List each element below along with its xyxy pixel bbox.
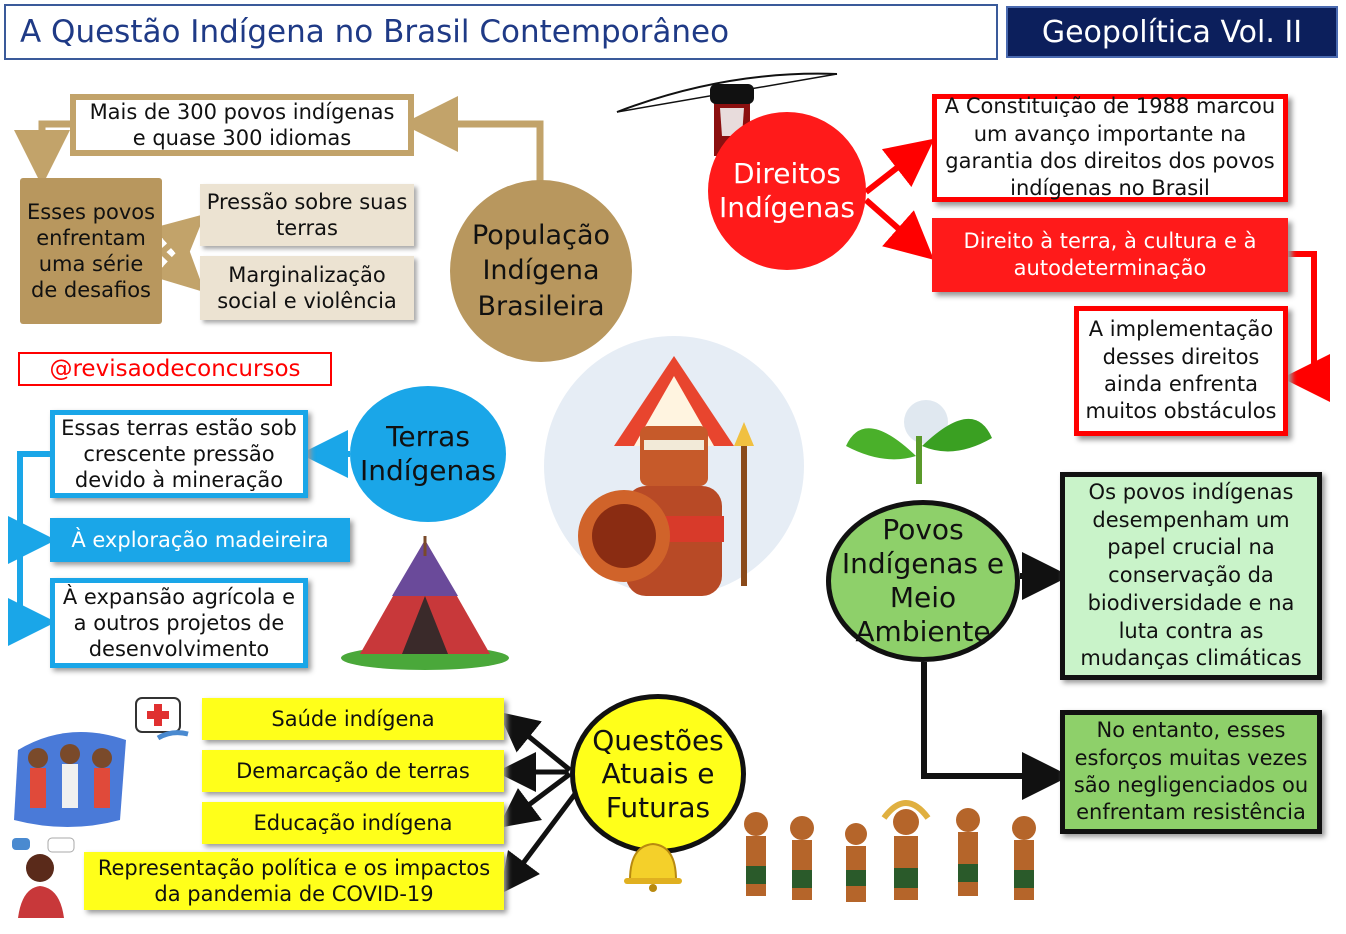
conservation-role-box: Os povos indígenas desempenham um papel … <box>1060 472 1322 680</box>
page-title: A Questão Indígena no Brasil Contemporân… <box>4 4 998 60</box>
population-fact-line2: e quase 300 idiomas <box>132 126 352 150</box>
warrior-icon <box>578 356 754 596</box>
social-handle: @revisaodeconcursos <box>18 352 332 386</box>
agriculture-box: À expansão agrícola e a outros projetos … <box>50 578 308 668</box>
population-fact-line1: Mais de 300 povos indígenas <box>89 99 395 124</box>
lands-node: Terras Indígenas <box>350 386 506 522</box>
neglect-box: No entanto, esses esforços muitas vezes … <box>1060 710 1322 834</box>
bell-icon <box>624 842 682 892</box>
education-item: Educação indígena <box>202 802 504 844</box>
marginalization-box: Marginalização social e violência <box>200 256 414 320</box>
mining-box: Essas terras estão sob crescente pressão… <box>50 410 308 498</box>
rights-node: Direitos Indígenas <box>708 112 866 270</box>
indigenous-people-illustration <box>744 800 1036 902</box>
challenges-box: Esses povos enfrentam uma série de desaf… <box>20 178 162 324</box>
fist-bow-icon <box>616 72 838 156</box>
population-fact-box: Mais de 300 povos indígenas e quase 300 … <box>70 94 414 156</box>
speaker-woman-icon <box>12 837 75 918</box>
population-node: População Indígena Brasileira <box>450 180 632 362</box>
constitution-box: A Constituição de 1988 marcou um avanço … <box>932 94 1288 202</box>
logging-box: À exploração madeireira <box>50 518 350 562</box>
volume-badge: Geopolítica Vol. II <box>1006 6 1338 58</box>
representation-item: Representação política e os impactos da … <box>84 852 504 910</box>
health-item: Saúde indígena <box>202 698 504 740</box>
obstacles-box: A implementação desses direitos ainda en… <box>1074 306 1288 436</box>
medical-kit-icon <box>135 697 189 741</box>
indigenous-warrior-illustration <box>544 336 804 596</box>
rights-box: Direito à terra, à cultura e à autodeter… <box>932 218 1288 292</box>
demarcation-item: Demarcação de terras <box>202 750 504 792</box>
pressure-box: Pressão sobre suas terras <box>200 184 414 246</box>
students-map-icon <box>14 732 126 827</box>
tent-icon <box>341 536 509 670</box>
issues-node: Questões Atuais e Futuras <box>570 694 746 854</box>
environment-node: Povos Indígenas e Meio Ambiente <box>826 500 1020 662</box>
sprout-globe-icon <box>846 400 992 484</box>
